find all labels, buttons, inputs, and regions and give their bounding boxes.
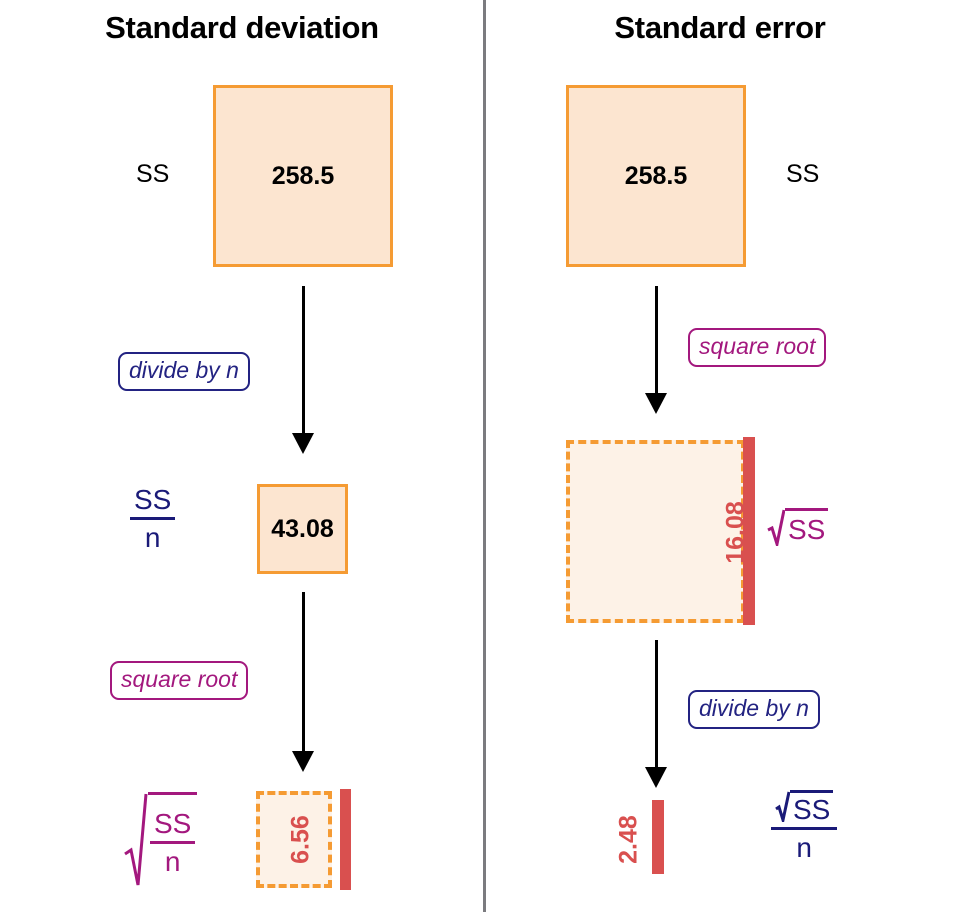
left-box-ss: 258.5 bbox=[213, 85, 393, 267]
fraction-numerator: SS bbox=[134, 484, 172, 515]
left-arrow-square-root bbox=[292, 592, 314, 772]
fraction-bar bbox=[150, 841, 196, 844]
right-ss-label: SS bbox=[786, 160, 820, 188]
radical-body: SS bbox=[790, 790, 834, 825]
radicand: SS bbox=[788, 514, 826, 545]
right-formula-sqrt-ss: SS bbox=[767, 508, 829, 546]
left-box-sd-dashed bbox=[256, 791, 332, 888]
radical-icon bbox=[767, 509, 785, 546]
fraction-numerator: SS bbox=[769, 790, 839, 827]
left-column-title: Standard deviation bbox=[105, 10, 379, 45]
left-box-variance: 43.08 bbox=[257, 484, 348, 574]
radical-icon bbox=[775, 791, 790, 822]
fraction-denominator: n bbox=[164, 846, 181, 877]
radicand: SS bbox=[793, 794, 831, 825]
fraction-ss-over-n: SS n bbox=[148, 810, 197, 876]
right-column-title: Standard error bbox=[614, 10, 826, 45]
fraction-numerator: SS bbox=[154, 808, 192, 839]
right-bar-sqrt-ss bbox=[743, 437, 755, 625]
right-value-se: 2.48 bbox=[614, 815, 643, 864]
fraction-sqrt-ss-over-n: SS n bbox=[769, 790, 839, 862]
right-box-ss: 258.5 bbox=[566, 85, 746, 267]
right-arrow-divide-by-n bbox=[645, 640, 667, 788]
right-formula-sqrt-ss-over-n: SS n bbox=[769, 790, 839, 862]
right-operation-square-root: square root bbox=[688, 328, 827, 367]
radical-body: SS n bbox=[148, 792, 198, 888]
fraction-denominator: n bbox=[796, 832, 812, 863]
radical-sign-group: SS n bbox=[124, 792, 198, 888]
left-operation-square-root: square root bbox=[110, 661, 249, 700]
left-bar-sd bbox=[340, 789, 351, 890]
radical-body: SS bbox=[785, 508, 829, 546]
right-arrow-square-root bbox=[645, 286, 667, 414]
right-bar-se bbox=[652, 800, 664, 874]
left-formula-ss-over-n: SS n bbox=[128, 486, 177, 552]
right-operation-divide-by-n: divide by n bbox=[688, 690, 820, 729]
left-value-sd: 6.56 bbox=[286, 815, 315, 864]
fraction-bar bbox=[771, 827, 838, 830]
left-formula-sqrt-ss-over-n: SS n bbox=[124, 792, 198, 888]
column-divider bbox=[483, 0, 486, 912]
fraction-bar bbox=[130, 517, 176, 520]
right-box-sqrt-ss-dashed bbox=[566, 440, 745, 623]
radical-sign-group: SS bbox=[767, 508, 829, 546]
radical-sign-group: SS bbox=[775, 790, 834, 825]
left-ss-label: SS bbox=[136, 160, 170, 188]
left-operation-divide-by-n: divide by n bbox=[118, 352, 250, 391]
radical-icon bbox=[124, 793, 148, 886]
fraction-denominator: n bbox=[144, 522, 161, 553]
fraction-ss-over-n: SS n bbox=[128, 486, 177, 552]
left-arrow-divide-by-n bbox=[292, 286, 314, 454]
